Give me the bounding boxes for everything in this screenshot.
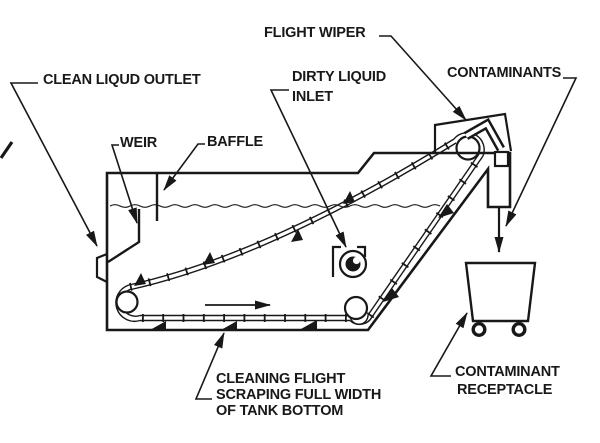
flight-wiper-label: FLIGHT WIPER <box>264 25 366 41</box>
cleaning-flights <box>134 191 454 330</box>
flight-bottom-3 <box>301 320 317 329</box>
dirty-liquid-inlet-label-2: INLET <box>292 89 333 105</box>
cart-wheel-right <box>511 322 527 338</box>
cleaning-flight-label-1: CLEANING FLIGHT <box>216 371 346 387</box>
bend-pulley <box>343 295 369 321</box>
chain-incline-inner <box>367 153 480 316</box>
flight-return-2 <box>203 252 215 265</box>
tank-outline <box>105 151 512 332</box>
cart-wheel-left <box>471 322 487 338</box>
flight-wiper-assembly <box>433 112 513 168</box>
weir-plate <box>107 209 141 264</box>
leader-weir <box>110 144 138 224</box>
cart-body <box>464 261 537 323</box>
inlet-pipe-highlight <box>352 256 361 265</box>
callout-leaders <box>9 35 578 400</box>
cleaning-flight-label-2: SCRAPING FULL WIDTH <box>216 387 382 403</box>
contaminant-receptacle-label-2: RECEPTACLE <box>457 382 553 398</box>
leader-clean-liquid-outlet <box>9 82 98 247</box>
chain-tail-wrap-outer <box>115 284 141 322</box>
baffle-label: BAFFLE <box>207 134 263 150</box>
dirty-liquid-inlet-label-1: DIRTY LIQUID <box>292 69 387 85</box>
leader-contaminants <box>505 77 578 227</box>
clean-liquid-outlet-label: CLEAN LIQUD OUTLET <box>43 72 201 88</box>
flight-return-4 <box>343 191 355 204</box>
cleaning-flight-label-3: OF TANK BOTTOM <box>216 403 344 419</box>
conveyor-chain <box>115 132 485 326</box>
leader-cleaning-flight <box>194 332 225 400</box>
leader-baffle <box>163 143 205 191</box>
flight-return-3 <box>291 229 303 242</box>
leader-contaminant-receptacle <box>429 312 468 377</box>
flight-bottom-2 <box>221 321 237 330</box>
chain-incline-outer <box>371 155 484 318</box>
chain-return-rungs <box>129 137 458 291</box>
wiper-blade-core <box>465 121 503 150</box>
dirty-liquid-inlet-pipe <box>331 245 368 279</box>
head-pulley <box>455 135 481 161</box>
flight-incline-1 <box>383 288 399 302</box>
flight-bottom-1 <box>150 321 166 330</box>
contaminants-label: CONTAMINANTS <box>447 65 562 81</box>
water-line <box>109 204 441 208</box>
weir-label: WEIR <box>120 135 158 151</box>
flight-return-1 <box>134 273 146 286</box>
tail-pulley <box>115 290 139 314</box>
wiper-block <box>493 150 510 168</box>
edge-mark <box>0 141 14 159</box>
contaminant-receptacle-label-1: CONTAMINANT <box>455 364 560 380</box>
chain-return-outer <box>128 138 455 286</box>
leader-dirty-liquid-inlet <box>269 89 347 248</box>
wiper-housing <box>433 112 513 153</box>
chain-incline-rungs <box>366 152 485 319</box>
contaminant-receptacle-cart <box>464 261 537 338</box>
leader-flight-wiper <box>379 35 467 121</box>
flight-incline-2 <box>438 204 454 218</box>
outlet-flange <box>95 252 108 283</box>
